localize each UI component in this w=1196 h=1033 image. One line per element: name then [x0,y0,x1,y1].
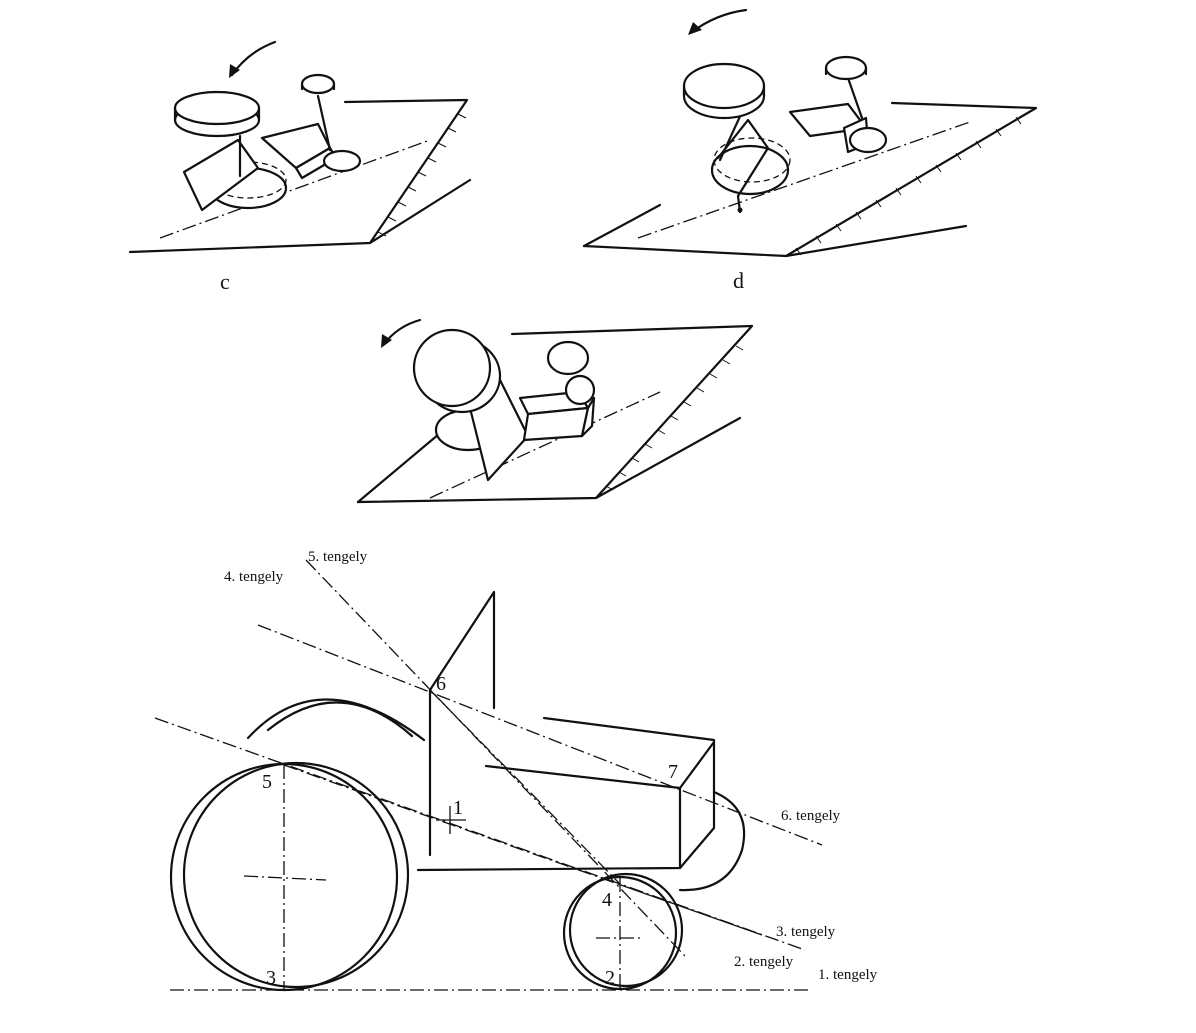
steer-d [846,76,864,120]
point-3-label: 3 [266,967,276,989]
tipping-axis-d [637,121,971,239]
caption-d: d [733,268,744,293]
tipping-axis-e [429,391,661,499]
slope-edge-d [784,224,968,258]
fender-inner [266,701,414,738]
point-5-label: 5 [262,771,272,793]
hood-top [484,740,716,790]
point-4-label: 4 [602,889,612,911]
slope-plane-c [128,98,469,254]
point-7-label: 7 [668,761,678,783]
body-d-side [716,118,770,198]
cab-frame [428,590,496,857]
front-wheel-e [564,374,596,406]
front-wheel [562,875,678,991]
front-wheel-d [848,126,888,154]
slope-edge-c [368,178,472,245]
panel-e [356,318,754,504]
small-wheel-e [546,340,590,376]
small-wheel-d [824,55,868,81]
front-wheel-back [568,872,684,988]
slope-edge-e [594,416,742,500]
rear-wheel [182,761,410,989]
slope-hatch-c [377,113,467,237]
axis-5-label: 5. tengely [308,549,368,565]
axis-6-line [257,624,823,846]
slope-plane-e [356,324,754,504]
axis-1-line [617,883,763,936]
steer-c [316,94,332,152]
axis-1-label: 1. tengely [818,967,878,983]
axis-4-label: 4. tengely [224,569,284,585]
rotation-arrowhead-d [688,22,702,35]
axis-2-label: 2. tengely [734,954,794,970]
tractor-side-view [154,559,823,992]
body-outline [416,716,716,872]
rear-wheel-d-hidden [713,137,791,183]
caption-c: c [220,269,230,294]
front-wheel-c [322,149,362,173]
front-fender [678,790,746,892]
axis-5-line [305,559,686,957]
rotation-arrowhead-e [381,334,392,348]
big-wheel-e [412,328,492,408]
axis-6-label: 6. tengely [781,808,841,824]
slope-edge-d-left [582,203,662,248]
axis-4-line [429,689,621,885]
small-wheel-c [300,73,336,95]
rear-wheel-horizontal [243,875,327,881]
slope-plane-d [582,101,1038,258]
fender-outer [246,698,426,742]
big-wheel-d [682,62,766,110]
axis-3-label: 3. tengely [776,924,836,940]
point-1-label: 1 [453,797,463,819]
hood-e-side [580,396,596,438]
axis-3-line [283,764,619,885]
point-2-label: 2 [605,967,615,989]
panel-c [128,40,472,254]
axis-2-line [154,717,806,951]
slope-hatch-d [795,116,1022,256]
rotation-arrowhead-c [229,64,240,78]
axle-d [718,110,744,162]
hood-e-front [522,406,590,442]
rear-wheel-d [710,144,790,196]
big-wheel-c [173,90,261,126]
panel-d [582,8,1038,258]
slope-hatch-e [605,345,744,491]
point-6-label: 6 [436,673,446,695]
